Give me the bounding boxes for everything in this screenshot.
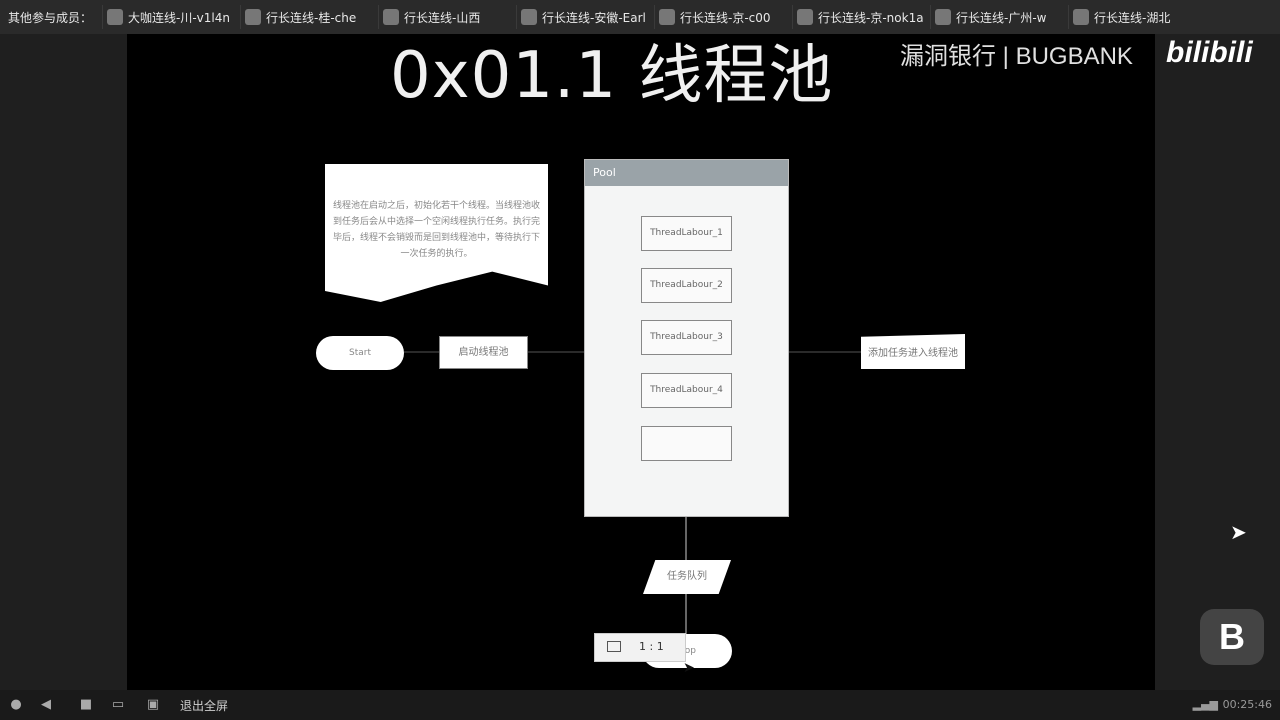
- start-node: Start: [316, 336, 404, 370]
- avatar-icon: [107, 9, 124, 25]
- avatar-icon: [935, 9, 952, 25]
- avatar-icon: [521, 9, 538, 25]
- thread-pool-box: Pool ThreadLabour_1 ThreadLabour_2 Threa…: [584, 159, 789, 517]
- member-tab[interactable]: 行长连线-安徽-Earl: [516, 5, 654, 29]
- avatar-icon: [383, 9, 400, 25]
- member-tab[interactable]: 行长连线-湖北: [1068, 5, 1206, 29]
- member-tab[interactable]: 行长连线-桂-che: [240, 5, 378, 29]
- zoom-popup[interactable]: 1 : 1: [594, 633, 686, 662]
- pool-header: Pool: [585, 160, 788, 186]
- screen-share-icon[interactable]: ▭: [111, 697, 125, 712]
- fit-window-icon[interactable]: [607, 641, 621, 652]
- speaker-icon[interactable]: ◀: [41, 697, 51, 712]
- bilibili-logo: bilibili: [1166, 36, 1253, 69]
- bugbank-logo: B: [1200, 609, 1264, 665]
- signal-icon: ▂▄▆: [1192, 698, 1218, 711]
- worker-box: [641, 426, 732, 461]
- member-tab[interactable]: 行长连线-京-nok1a: [792, 5, 930, 29]
- task-queue-node: 任务队列: [643, 560, 731, 594]
- add-task-node: 添加任务进入线程池: [861, 334, 965, 369]
- avatar-icon: [797, 9, 814, 25]
- member-tab[interactable]: 大咖连线-川-v1l4n: [102, 5, 240, 29]
- worker-box: ThreadLabour_3: [641, 320, 732, 355]
- exit-fullscreen-label: 退出全屏: [180, 699, 229, 713]
- top-member-bar: 其他参与成员： 大咖连线-川-v1l4n 行长连线-桂-che 行长连线-山西 …: [0, 0, 1280, 34]
- pointer-icon: ➤: [683, 660, 695, 676]
- exit-fullscreen-button[interactable]: 退出全屏: [180, 697, 228, 714]
- worker-box: ThreadLabour_1: [641, 216, 732, 251]
- launch-pool-node: 启动线程池: [439, 336, 528, 369]
- members-label: 其他参与成员：: [8, 10, 93, 25]
- elapsed-time: 00:25:46: [1222, 698, 1272, 711]
- worker-box: ThreadLabour_2: [641, 268, 732, 303]
- avatar-icon: [1073, 9, 1090, 25]
- brand-watermark: 漏洞银行 | BUGBANK: [900, 43, 1133, 70]
- member-tab[interactable]: 行长连线-京-c00: [654, 5, 792, 29]
- member-tab[interactable]: 行长连线-广州-w: [930, 5, 1068, 29]
- record-icon[interactable]: ▣: [146, 697, 160, 712]
- zoom-ratio[interactable]: 1 : 1: [639, 640, 664, 653]
- microphone-icon[interactable]: ●: [10, 697, 22, 712]
- member-tab[interactable]: 行长连线-山西: [378, 5, 516, 29]
- avatar-icon: [659, 9, 676, 25]
- note-text: 线程池在启动之后，初始化若干个线程。当线程池收到任务后会从中选择一个空闲线程执行…: [333, 201, 541, 259]
- slide-title: 0x01.1 线程池: [390, 39, 834, 113]
- bottom-control-bar: ● ◀ ■ ▭ ▣ 退出全屏 ▂▄▆ 00:25:46: [0, 690, 1280, 720]
- camera-icon[interactable]: ■: [79, 697, 93, 712]
- mouse-cursor-icon: ➤: [1230, 520, 1247, 544]
- avatar-icon: [245, 9, 262, 25]
- worker-box: ThreadLabour_4: [641, 373, 732, 408]
